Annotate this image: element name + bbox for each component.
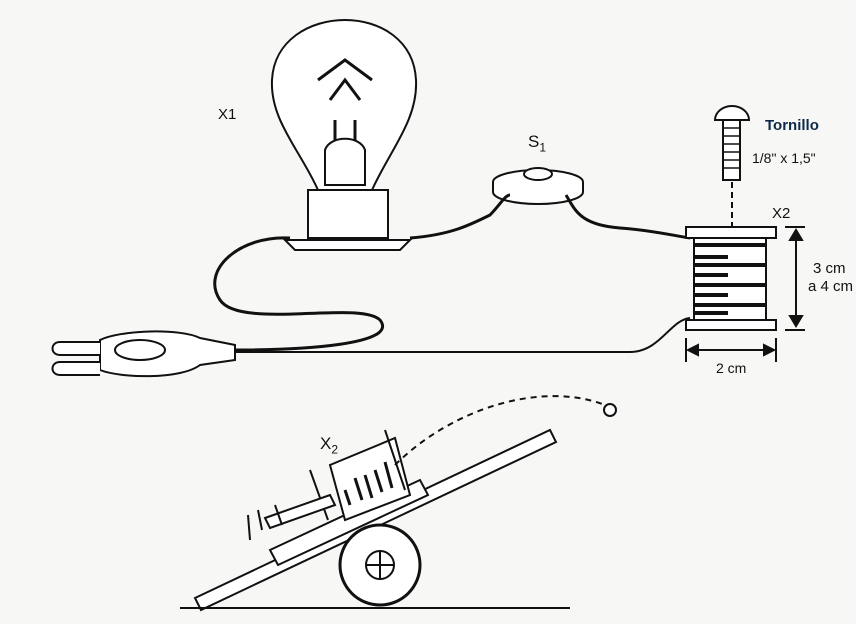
screw-size: 1/8" x 1,5" bbox=[752, 150, 816, 166]
coil-label: X2 bbox=[772, 205, 791, 222]
screw bbox=[713, 105, 751, 226]
lamp-label: X1 bbox=[218, 106, 237, 123]
switch-label-main: S bbox=[528, 132, 540, 151]
ramp-cart bbox=[180, 395, 617, 612]
coil-x2 bbox=[685, 226, 777, 331]
screw-title: Tornillo bbox=[765, 117, 819, 134]
plug bbox=[51, 330, 236, 378]
page-edge bbox=[856, 0, 868, 624]
switch-label-sub: 1 bbox=[539, 140, 547, 155]
switch-label: S1 bbox=[528, 132, 546, 154]
cart-coil-label: X2 bbox=[320, 434, 338, 456]
height-label-2: a 4 cm bbox=[808, 278, 854, 295]
cart-coil-sub: 2 bbox=[331, 442, 339, 457]
switch bbox=[492, 167, 584, 205]
height-label-1: 3 cm bbox=[813, 260, 846, 277]
light-bulb bbox=[270, 18, 418, 251]
width-label: 2 cm bbox=[716, 360, 747, 376]
cart-coil-main: X bbox=[320, 434, 332, 453]
